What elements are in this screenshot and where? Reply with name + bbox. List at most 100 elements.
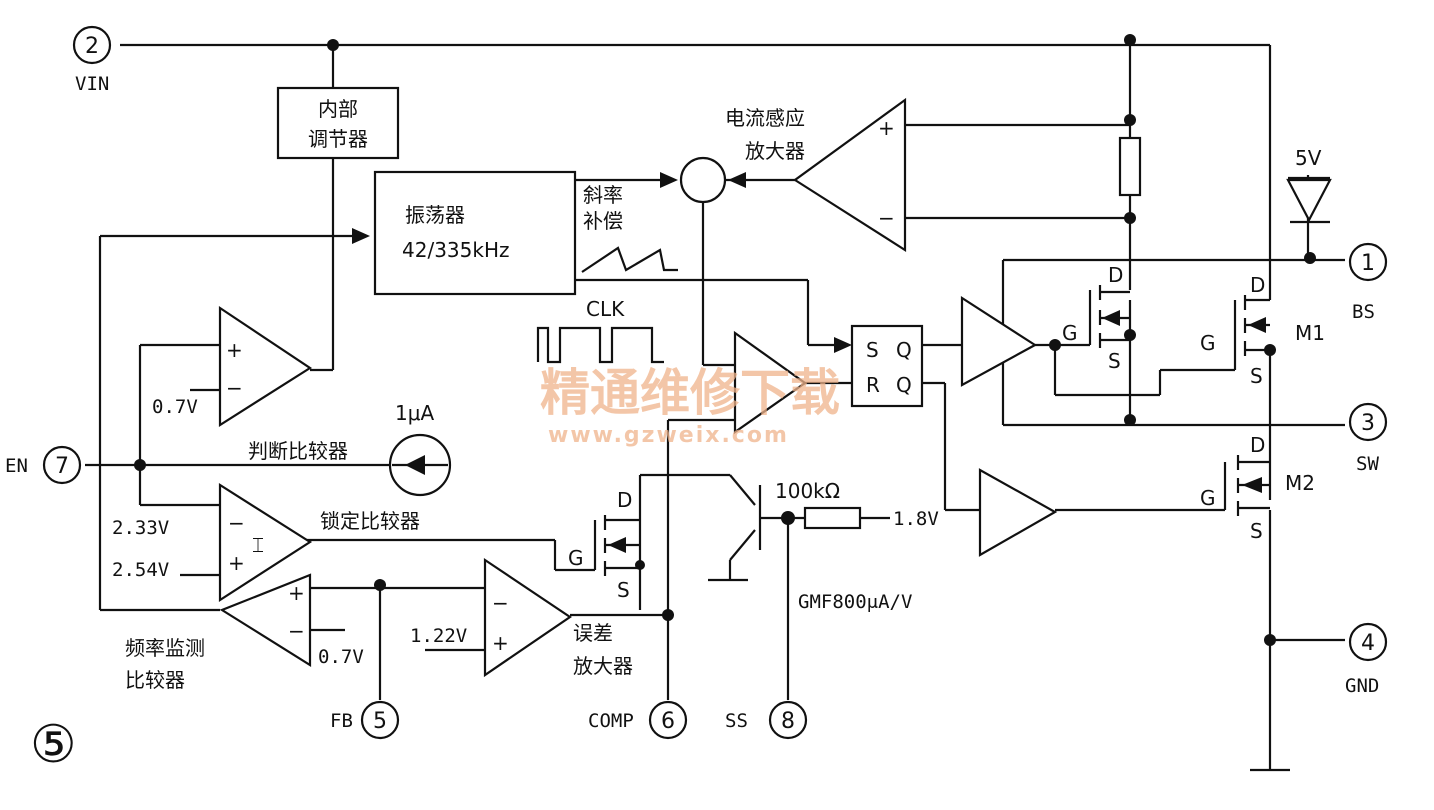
current-source-1ua: 1μA 判断比较器 (248, 401, 452, 497)
svg-text:放大器: 放大器 (573, 654, 633, 678)
slope-compensation: 斜率 补偿 (581, 183, 678, 273)
svg-text:S: S (1250, 519, 1263, 543)
junction-dots (134, 34, 1316, 646)
svg-text:频率监测: 频率监测 (125, 636, 205, 660)
svg-text:S: S (617, 578, 630, 602)
svg-text:1.22V: 1.22V (410, 625, 467, 647)
regulator-block: 内部 调节器 (276, 86, 400, 160)
lock-switch-mosfet: D G S (568, 488, 640, 602)
svg-text:电流感应: 电流感应 (725, 106, 805, 130)
svg-text:GND: GND (1345, 675, 1379, 697)
svg-text:7: 7 (55, 454, 69, 479)
svg-text:5V: 5V (1295, 146, 1322, 170)
svg-text:FB: FB (330, 710, 353, 732)
svg-text:M2: M2 (1285, 471, 1315, 495)
svg-text:Q: Q (896, 338, 912, 362)
pin-comp: 6 COMP (588, 700, 688, 740)
svg-text:⌶: ⌶ (252, 533, 264, 557)
svg-text:S: S (1108, 349, 1121, 373)
svg-text:G: G (1200, 331, 1216, 355)
current-comparator (733, 330, 807, 435)
clk-waveform: CLK (536, 297, 664, 364)
svg-text:8: 8 (781, 709, 795, 734)
sense-resistor (1118, 136, 1142, 197)
svg-text:1: 1 (1361, 251, 1375, 276)
svg-text:−: − (878, 206, 895, 230)
svg-text:锁定比较器: 锁定比较器 (320, 509, 420, 533)
svg-text:−: − (226, 376, 243, 400)
svg-text:100kΩ: 100kΩ (775, 479, 840, 503)
rs-latch: S Q R Q (850, 324, 924, 408)
svg-text:CLK: CLK (586, 297, 625, 321)
svg-text:2.33V: 2.33V (112, 517, 169, 539)
svg-text:BS: BS (1352, 301, 1375, 323)
svg-text:2: 2 (85, 34, 99, 59)
pin-en: 7 EN (5, 445, 82, 485)
svg-text:3: 3 (1361, 411, 1375, 436)
svg-text:G: G (1200, 486, 1216, 510)
summing-node (679, 156, 727, 204)
svg-text:−: − (228, 511, 245, 535)
svg-text:0.7V: 0.7V (152, 396, 198, 418)
svg-text:+: + (228, 551, 245, 575)
low-side-driver (978, 468, 1058, 557)
svg-text:+: + (492, 631, 509, 655)
svg-text:斜率: 斜率 (583, 183, 623, 207)
svg-text:2.54V: 2.54V (112, 559, 169, 581)
svg-text:+: + (878, 116, 895, 140)
svg-text:G: G (568, 546, 584, 570)
sense-mosfet: D G S (1062, 263, 1130, 373)
error-amplifier: − + 1.22V 误差 放大器 (410, 557, 633, 678)
wires (85, 43, 1345, 772)
svg-text:0.7V: 0.7V (318, 646, 364, 668)
svg-text:D: D (1250, 273, 1265, 297)
svg-text:D: D (1108, 263, 1123, 287)
svg-text:内部: 内部 (318, 97, 358, 121)
svg-text:误差: 误差 (573, 621, 613, 645)
svg-text:4: 4 (1361, 631, 1375, 656)
pin-sw: 3 SW (1348, 402, 1388, 475)
svg-text:−: − (288, 619, 305, 643)
watermark: 精通维修下载 www.gzweix.com (540, 364, 840, 448)
current-sense-amplifier: + − 电流感应 放大器 (725, 97, 907, 253)
enable-comparator: + − 0.7V (152, 305, 313, 427)
high-side-driver (960, 295, 1038, 387)
oscillator-block: 振荡器 42/335kHz (373, 170, 577, 296)
mosfet-m1: D G S M1 (1200, 273, 1325, 388)
svg-text:+: + (288, 581, 305, 605)
svg-text:M1: M1 (1295, 321, 1325, 345)
svg-text:42/335kHz: 42/335kHz (402, 238, 509, 262)
svg-text:5: 5 (373, 709, 387, 734)
svg-text:补偿: 补偿 (583, 209, 623, 233)
lock-comparator: − + ⌶ 锁定比较器 2.33V 2.54V (112, 483, 420, 603)
svg-text:6: 6 (661, 709, 675, 734)
svg-text:+: + (226, 338, 243, 362)
svg-text:COMP: COMP (588, 710, 634, 732)
svg-text:振荡器: 振荡器 (405, 203, 465, 227)
svg-text:比较器: 比较器 (125, 668, 185, 692)
pin-ss: 8 SS (725, 700, 808, 740)
svg-text:GMF800μA/V: GMF800μA/V (798, 591, 912, 613)
svg-text:调节器: 调节器 (308, 127, 368, 151)
svg-text:SS: SS (725, 710, 748, 732)
svg-text:1μA: 1μA (395, 401, 434, 425)
figure-number: ⑤ (30, 715, 77, 775)
svg-text:www.gzweix.com: www.gzweix.com (548, 423, 789, 448)
mosfet-m2: D G S M2 (1200, 433, 1315, 543)
pin-vin: 2 VIN (72, 25, 112, 95)
pin-gnd: 4 GND (1345, 622, 1388, 697)
svg-text:S: S (1250, 364, 1263, 388)
pin-bs: 1 BS (1348, 242, 1388, 323)
svg-text:−: − (492, 591, 509, 615)
svg-text:判断比较器: 判断比较器 (248, 439, 348, 463)
svg-text:D: D (617, 488, 632, 512)
resistor-100k: 100kΩ 1.8V GMF800μA/V (775, 479, 939, 613)
bootstrap-diode: 5V (1286, 146, 1332, 224)
svg-text:Q: Q (896, 373, 912, 397)
svg-text:EN: EN (5, 455, 28, 477)
svg-text:VIN: VIN (75, 73, 109, 95)
svg-text:S: S (866, 338, 879, 362)
svg-text:1.8V: 1.8V (893, 508, 939, 530)
pin-fb: 5 FB (330, 700, 400, 740)
